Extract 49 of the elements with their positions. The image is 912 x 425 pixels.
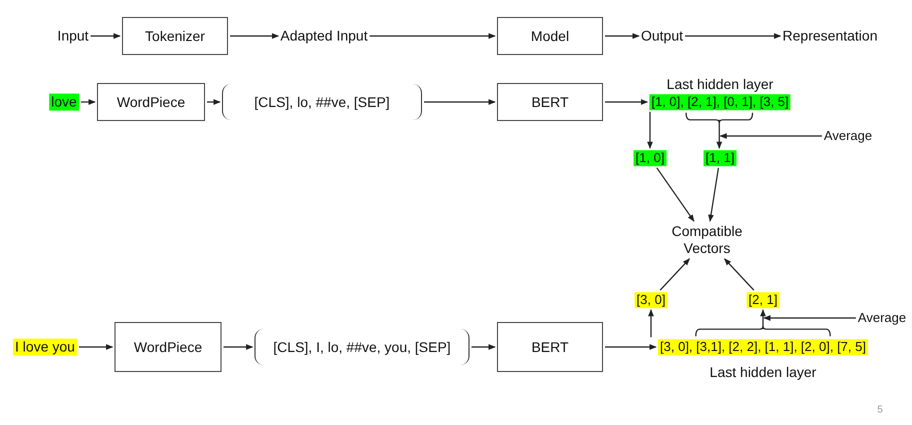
vector-list: [1, 0], [2, 1], [0, 1], [3, 5]: [649, 94, 791, 110]
process-box: Model: [497, 17, 603, 55]
arrow: [656, 167, 694, 222]
page-number: 5: [877, 404, 883, 416]
process-box: Tokenizer: [122, 17, 228, 55]
arrow: [760, 309, 766, 330]
layer-label: Last hidden layer: [710, 364, 816, 380]
output-label: Output: [640, 28, 684, 44]
process-box: BERT: [497, 83, 603, 121]
layer-label: Last hidden layer: [666, 76, 774, 92]
arrow: [708, 168, 720, 222]
arrow: [724, 258, 754, 291]
input-label: Adapted Input: [280, 28, 368, 44]
arrow: [763, 315, 856, 321]
arrow: [685, 33, 782, 39]
token-list: [CLS], lo, ##ve, [SEP]: [222, 84, 422, 120]
highlighted-sentence: I love you: [13, 338, 77, 356]
arrow: [230, 33, 280, 39]
arrow: [648, 309, 654, 338]
process-box: WordPiece: [97, 83, 205, 121]
vector-value: [1, 0]: [634, 150, 666, 166]
arrow: [207, 99, 221, 105]
arrow: [720, 133, 822, 139]
arrow: [424, 99, 496, 105]
vector-value: [1, 1]: [704, 150, 736, 166]
arrow: [605, 99, 648, 105]
arrow: [605, 344, 657, 350]
arrow: [716, 120, 722, 149]
output-label: Representation: [782, 28, 878, 44]
arrow: [90, 33, 121, 39]
process-box: BERT: [497, 322, 603, 372]
arrow: [80, 99, 96, 105]
arrow: [660, 258, 690, 291]
operation-label: Average: [858, 310, 906, 326]
vector-value: [3, 0]: [634, 292, 668, 308]
input-label: Input: [57, 28, 89, 44]
arrow: [472, 344, 496, 350]
arrow: [647, 112, 653, 149]
vector-value: [2, 1]: [746, 292, 780, 308]
arrow: [370, 33, 496, 39]
process-box: WordPiece: [114, 322, 222, 372]
operation-label: Average: [824, 128, 872, 144]
result-label: Compatible Vectors: [657, 223, 757, 257]
arrow: [605, 33, 640, 39]
vector-list: [3, 0], [3,1], [2, 2], [1, 1], [2, 0], [7, 5]: [658, 339, 868, 355]
token-list: [CLS], I, lo, ##ve, you, [SEP]: [254, 329, 470, 365]
arrow: [224, 344, 254, 350]
arrow: [78, 344, 114, 350]
highlighted-word: love: [49, 94, 79, 110]
